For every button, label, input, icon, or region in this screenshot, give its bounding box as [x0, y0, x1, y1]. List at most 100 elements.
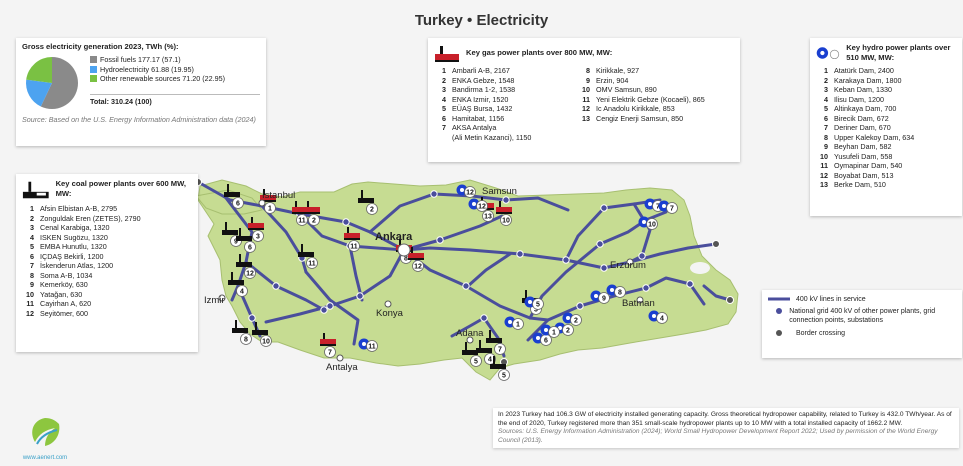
list-item-number: 10 — [820, 151, 828, 161]
legend-grid-row: National grid 400 kV of other power plan… — [768, 307, 956, 325]
gas-header: Key gas power plants over 800 MW, MW: — [466, 47, 613, 57]
coal-plant-marker — [228, 272, 244, 285]
list-item: 1 Ambarli A-B, 2167 — [434, 66, 564, 76]
coal-plant-marker — [358, 190, 374, 203]
plant-number: 4 — [660, 316, 664, 323]
plant-number: 8 — [404, 256, 408, 263]
legend-swatch — [90, 75, 97, 83]
plant-number: 11 — [298, 218, 306, 225]
list-item-text: Kemerköy, 630 — [40, 280, 88, 289]
plant-number-badge — [548, 326, 560, 338]
gas-plant-marker — [248, 217, 264, 230]
coal-plant-marker — [252, 322, 268, 335]
plant-number-badge — [494, 343, 506, 355]
generation-panel: Gross electricity generation 2023, TWh (… — [16, 38, 266, 146]
city-label-adana: Adana — [456, 328, 484, 339]
plant-number: 5 — [474, 359, 478, 366]
hydro-header: Key hydro power plants over 510 MW, MW: — [846, 43, 951, 63]
plant-number: 12 — [466, 190, 474, 197]
list-item-number: 5 — [442, 104, 446, 113]
generation-source: Source: Based on the U.S. Energy Informa… — [22, 115, 256, 125]
list-item-text: Berke Dam, 510 — [834, 180, 886, 190]
plant-number: 1 — [552, 330, 556, 337]
coal-plant-marker — [462, 342, 478, 355]
legend-grid-label: National grid 400 kV of other power plan… — [789, 308, 936, 325]
generation-total: Total: 310.24 (100) — [90, 93, 260, 107]
legend-hydro: Hydroelectricity 61.88 (19.95) — [90, 65, 260, 75]
plant-number: 7 — [670, 206, 674, 213]
coal-plant-marker — [222, 222, 238, 235]
list-item-text: Erzin, 904 — [596, 75, 629, 85]
list-item-text: Birecik Dam, 672 — [834, 113, 889, 123]
list-item-number: 11 — [582, 94, 590, 104]
city-labels: Istanbul Samsun Ankara Erzurum Izmir Kon… — [204, 186, 655, 373]
plant-number-badge — [308, 214, 320, 226]
list-item-text: Ambarli A-B, 2167 — [452, 66, 510, 75]
list-item-text: Bandirma 1-2, 1538 — [452, 85, 516, 94]
plant-number: 8 — [244, 337, 248, 344]
list-item-text: Boyabat Dam, 513 — [834, 170, 894, 180]
plant-number-badge — [324, 346, 336, 358]
list-item-number: 1 — [442, 66, 446, 75]
gas-plant-marker — [304, 201, 320, 214]
list-item-text: ENKA Izmir, 1520 — [452, 94, 509, 104]
city-label-batman: Batman — [622, 298, 655, 309]
list-item-number: 8 — [824, 132, 828, 142]
list-item-text: Yeni Elektrik Gebze (Kocaeli), 865 — [596, 94, 705, 104]
list-item-text: Upper Kalekoy Dam, 634 — [834, 132, 915, 142]
plant-number: 9 — [602, 296, 606, 303]
list-item-text: Soma A-B, 1034 — [40, 270, 93, 280]
plant-number: 9 — [234, 239, 238, 246]
plant-number: 11 — [308, 261, 316, 268]
pie-slice — [26, 57, 52, 84]
list-item-number: 10 — [582, 85, 590, 94]
plant-number: 12 — [414, 264, 422, 271]
list-item: 10 Yusufeli Dam, 558 — [816, 152, 956, 162]
plant-number: 7 — [498, 347, 502, 354]
footnote-sources: Sources: U.S. Energy Information Adminis… — [498, 428, 938, 444]
list-item-number: 8 — [586, 66, 590, 75]
plant-number-badge — [470, 355, 482, 367]
pie-slice — [40, 57, 78, 110]
legend-label: Fossil fuels 177.17 (57.1) — [100, 55, 181, 65]
plant-number: 2 — [566, 328, 570, 335]
coal-plant-marker — [224, 184, 240, 197]
list-item-text: Ilisu Dam, 1200 — [834, 94, 884, 104]
legend-swatch — [90, 65, 97, 73]
list-item-text: Yusufeli Dam, 558 — [834, 151, 893, 161]
plant-number-badge — [656, 312, 668, 324]
list-item-text: Ic Anadolu Kirikkale, 853 — [596, 104, 675, 113]
list-item-text: Hamitabat, 1156 — [452, 113, 505, 123]
list-item-text: Oymapinar Dam, 540 — [834, 161, 903, 171]
coal-plant-marker — [236, 254, 252, 267]
plant-number: 8 — [618, 290, 622, 297]
legend-label: Hydroelectricity 61.88 (19.95) — [100, 64, 194, 74]
plant-number: 5 — [502, 373, 506, 380]
list-item-text: ENKA Gebze, 1548 — [452, 75, 515, 85]
plant-number: 2 — [574, 318, 578, 325]
coal-plant-marker — [232, 320, 248, 333]
list-item-number: 5 — [30, 242, 34, 251]
coal-plant-marker — [476, 340, 492, 353]
plant-number: 6 — [248, 245, 252, 252]
legend-swatch — [90, 56, 97, 64]
list-item-number: 11 — [820, 161, 828, 171]
list-item-number: 5 — [824, 104, 828, 114]
list-item-number: 1 — [30, 204, 34, 213]
coal-plants-panel: Key coal power plants over 600 MW, MW: 1… — [16, 174, 198, 352]
